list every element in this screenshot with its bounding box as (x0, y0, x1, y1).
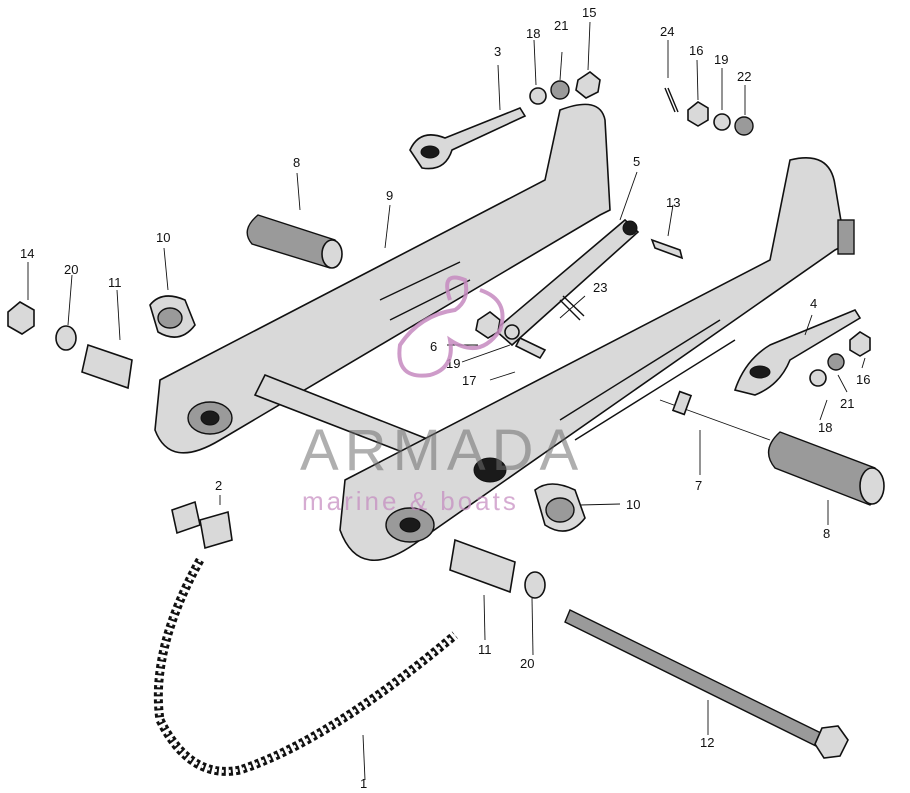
torque-link (493, 218, 640, 347)
label-8b: 8 (823, 526, 830, 541)
label-11a: 11 (108, 275, 122, 290)
label-12: 12 (700, 735, 714, 750)
washer-19-top (713, 113, 731, 131)
label-3: 3 (494, 44, 501, 59)
brake-stay-hole (749, 365, 771, 379)
bush-10-left (149, 295, 196, 338)
eye-bolt (409, 107, 527, 170)
nut-16-top (687, 101, 709, 127)
swing-arm-right (339, 156, 855, 562)
label-10b: 10 (626, 497, 640, 512)
sleeve-11-bottom (449, 538, 516, 594)
label-18b: 18 (818, 420, 832, 435)
swing-arm-left (154, 103, 611, 454)
label-15: 15 (582, 5, 596, 20)
leader-lines (27, 21, 866, 781)
label-23: 23 (593, 280, 607, 295)
label-16b: 16 (856, 372, 870, 387)
label-22: 22 (737, 69, 751, 84)
lockwasher-21-top (550, 80, 570, 100)
sleeve-11-left (81, 343, 133, 390)
washer-20-bottom (524, 571, 546, 599)
label-5: 5 (633, 154, 640, 169)
watermark-flower-icon (397, 275, 505, 378)
lockwasher-21-right (827, 353, 845, 371)
label-16a: 16 (689, 43, 703, 58)
watermark: ARMADA marine & boats (300, 275, 584, 516)
label-17: 17 (462, 373, 476, 388)
adjuster-rod-7 (659, 390, 771, 441)
label-9: 9 (386, 188, 393, 203)
chain-joint-link-2 (171, 500, 233, 550)
bolt-13 (650, 238, 684, 260)
label-19b: 19 (714, 52, 728, 67)
pivot-spindle-12 (564, 609, 849, 759)
watermark-brand: ARMADA (300, 418, 584, 483)
label-6: 6 (430, 339, 437, 354)
label-4: 4 (810, 296, 817, 311)
washer-18-top (529, 87, 547, 105)
label-10a: 10 (156, 230, 170, 245)
footrest-rubber-top (246, 214, 343, 269)
label-7: 7 (695, 478, 702, 493)
watermark-tagline: marine & boats (302, 486, 519, 516)
washer-22 (734, 116, 754, 136)
brake-stay-4 (733, 309, 862, 396)
label-13: 13 (666, 195, 680, 210)
label-18a: 18 (526, 26, 540, 41)
nut-15 (575, 71, 601, 99)
label-21b: 21 (840, 396, 854, 411)
label-2: 2 (215, 478, 222, 493)
label-1: 1 (360, 776, 367, 791)
label-20a: 20 (64, 262, 78, 277)
bush-10-right (534, 483, 586, 532)
part-labels: 1 2 3 4 5 6 7 8 8 9 10 10 11 11 12 13 14… (20, 5, 870, 791)
label-21a: 21 (554, 18, 568, 33)
label-11b: 11 (478, 642, 492, 657)
label-20b: 20 (520, 656, 534, 671)
footrest-rubber-right (767, 431, 885, 506)
washer-18-right (809, 369, 827, 387)
cotter-pin-24 (664, 87, 679, 113)
nut-14 (7, 301, 35, 335)
label-24: 24 (660, 24, 674, 39)
nut-16-right (849, 331, 871, 357)
washer-20-left (55, 325, 77, 351)
label-14: 14 (20, 246, 34, 261)
label-8a: 8 (293, 155, 300, 170)
